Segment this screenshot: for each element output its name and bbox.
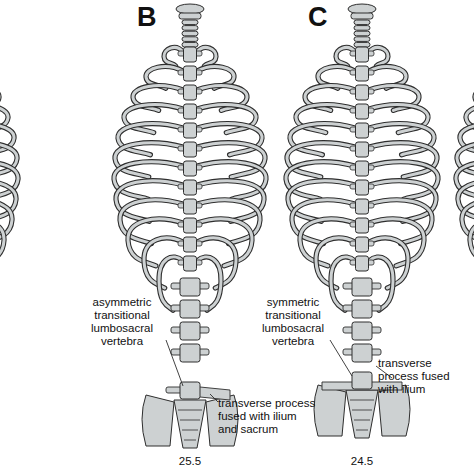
thoracic-vertebra <box>184 161 197 176</box>
cervical-vertebra <box>182 26 198 31</box>
sacrum <box>174 400 206 448</box>
lumbar-vertebra <box>352 344 372 362</box>
annotation: transverse process fused with ilium <box>378 357 473 396</box>
panel-letter: B <box>137 2 167 32</box>
rib <box>118 124 183 155</box>
annotation: symmetric transitional lumbosacral verte… <box>248 296 338 348</box>
thoracic-vertebra <box>356 66 369 81</box>
lumbar-vertebra <box>352 322 372 340</box>
sacral-segment <box>180 420 200 421</box>
sacral-segment <box>178 410 202 411</box>
sacral-segment <box>182 430 198 431</box>
lumbar-vertebra <box>352 278 372 296</box>
sacral-segment <box>184 440 196 441</box>
thoracic-vertebra <box>184 104 197 119</box>
rib <box>369 47 388 66</box>
thoracic-vertebra <box>356 218 369 233</box>
cervical-vertebra <box>354 31 370 36</box>
cervical-vertebra <box>354 20 370 25</box>
thoracic-vertebra <box>356 256 369 271</box>
thoracic-vertebra <box>356 47 369 62</box>
rib <box>197 124 262 155</box>
cervical-vertebra <box>354 42 370 47</box>
thoracic-vertebra <box>356 85 369 100</box>
thoracic-vertebra <box>184 199 197 214</box>
rib <box>0 219 4 266</box>
leader-line <box>330 340 352 376</box>
rib-outline <box>197 124 262 155</box>
sacral-segment <box>354 420 370 421</box>
vertebral-count: 24.5 <box>342 455 382 468</box>
lumbar-vertebra <box>180 278 200 296</box>
annotation: asymmetric transitional lumbosacral vert… <box>76 296 168 348</box>
rib-outline <box>470 219 474 266</box>
leader-line <box>210 394 218 402</box>
rib-outline <box>290 124 355 155</box>
thoracic-vertebra <box>184 218 197 233</box>
thoracic-vertebra <box>184 85 197 100</box>
rib-outline <box>0 219 4 266</box>
cervical-vertebra <box>182 37 198 42</box>
cervical-vertebra <box>182 42 198 47</box>
rib-outline <box>164 47 183 66</box>
thoracic-vertebra <box>356 180 369 195</box>
thoracic-vertebra <box>356 199 369 214</box>
sacrum <box>346 390 378 438</box>
thoracic-vertebra <box>356 123 369 138</box>
thoracic-vertebra <box>184 66 197 81</box>
thoracic-vertebra <box>184 256 197 271</box>
thoracic-vertebra <box>184 180 197 195</box>
lumbar-vertebra <box>180 300 200 318</box>
rib-outline <box>197 47 216 66</box>
cervical-vertebra <box>354 26 370 31</box>
rib-outline <box>369 124 434 155</box>
thoracic-vertebra <box>356 104 369 119</box>
rib <box>336 47 355 66</box>
rib <box>369 124 434 155</box>
ilium <box>314 385 346 436</box>
lumbar-vertebra <box>352 300 372 318</box>
sacral-segment <box>350 400 374 401</box>
rib <box>164 47 183 66</box>
lumbar-vertebra <box>180 344 200 362</box>
rib-outline <box>369 47 388 66</box>
thoracic-vertebra <box>356 142 369 157</box>
sacral-segment <box>356 430 368 431</box>
rib <box>197 47 216 66</box>
ilium <box>142 395 174 446</box>
lumbar-vertebra <box>180 322 200 340</box>
cervical-vertebra <box>182 20 198 25</box>
thoracic-vertebra <box>184 47 197 62</box>
cervical-vertebra <box>354 37 370 42</box>
axis-vertebra <box>179 13 201 19</box>
transitional-vertebra <box>180 382 200 399</box>
sacral-segment <box>352 410 372 411</box>
thoracic-vertebra <box>356 161 369 176</box>
rib-outline <box>118 124 183 155</box>
rib <box>470 219 474 266</box>
leader-line <box>166 340 183 386</box>
thoracic-vertebra <box>184 123 197 138</box>
transitional-vertebra <box>352 372 372 389</box>
annotation: transverse process fused with ilium and … <box>218 397 318 436</box>
thoracic-vertebra <box>356 237 369 252</box>
cervical-vertebra <box>182 31 198 36</box>
thoracic-vertebra <box>184 142 197 157</box>
vertebral-count: 25.5 <box>170 455 210 468</box>
axis-vertebra <box>351 13 373 19</box>
panel-letter: C <box>308 2 338 32</box>
rib <box>290 124 355 155</box>
thoracic-vertebra <box>184 237 197 252</box>
rib-outline <box>336 47 355 66</box>
